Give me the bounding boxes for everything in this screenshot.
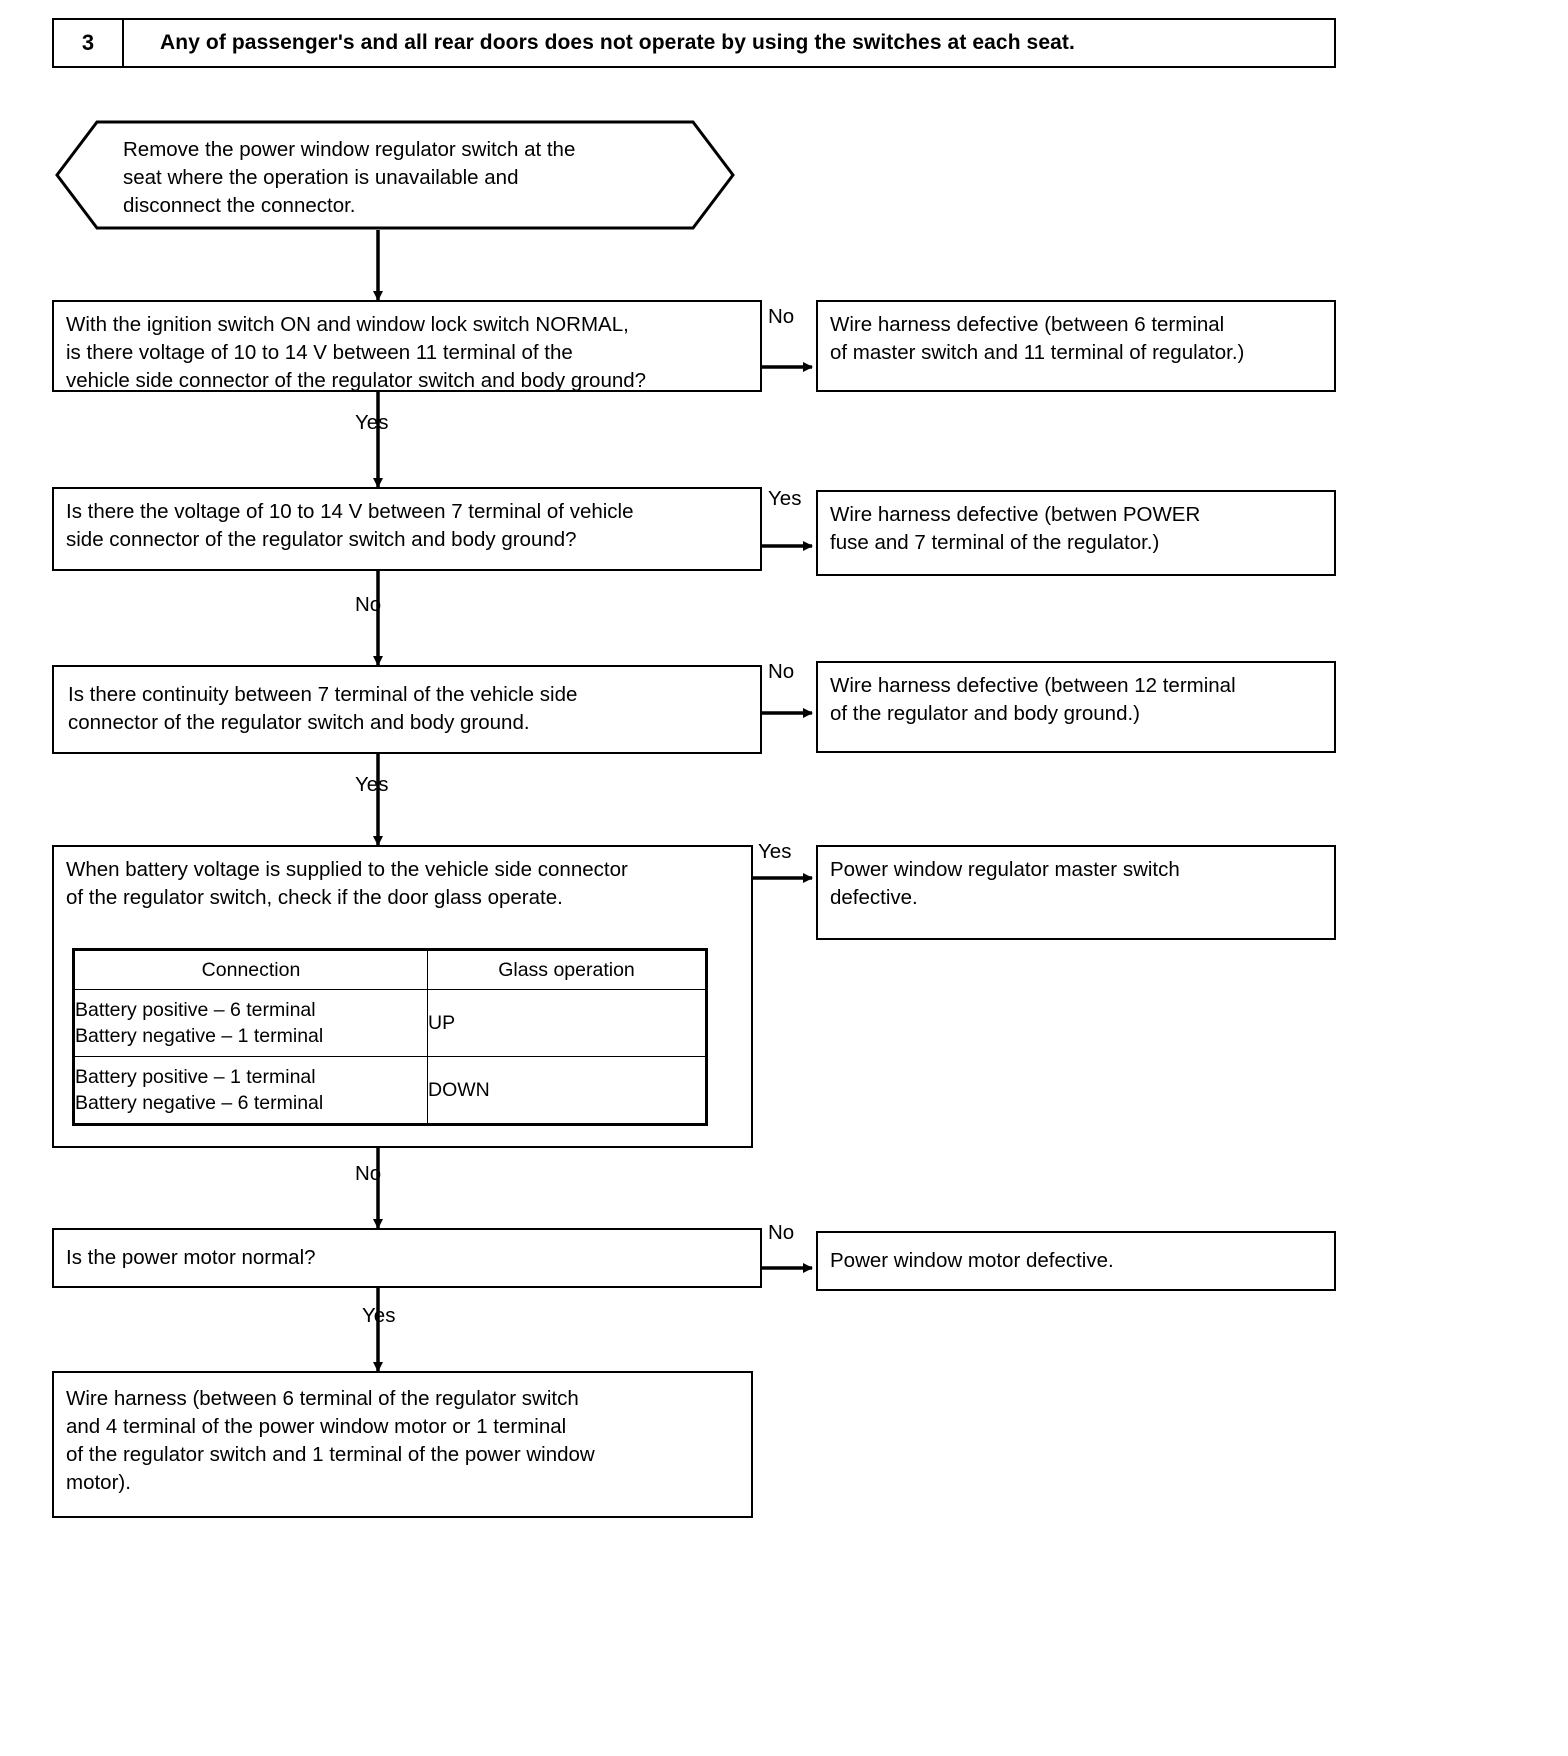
- down-label-q2: No: [355, 593, 382, 616]
- table-cell-operation: DOWN: [427, 1056, 706, 1124]
- result-box-q2: Wire harness defective (betwen POWER fus…: [816, 490, 1336, 576]
- glass-operation-table: Connection Glass operation Battery posit…: [72, 948, 708, 1126]
- result-box-q5: Power window motor defective.: [816, 1231, 1336, 1291]
- chart-title: Any of passenger's and all rear doors do…: [160, 31, 1075, 54]
- question-box-q1: With the ignition switch ON and window l…: [52, 300, 762, 392]
- branch-label-q3: No: [768, 660, 795, 683]
- branch-label-q1: No: [768, 305, 795, 328]
- question-text-q4: When battery voltage is supplied to the …: [66, 858, 628, 909]
- table-header-glass-operation: Glass operation: [427, 950, 706, 990]
- start-step-text: Remove the power window regulator switch…: [123, 138, 576, 217]
- branch-label-q2: Yes: [768, 487, 802, 510]
- result-box-q4: Power window regulator master switch def…: [816, 845, 1336, 940]
- down-label-q5: Yes: [362, 1304, 396, 1327]
- table-header-row: Connection Glass operation: [74, 950, 706, 990]
- question-box-q5: Is the power motor normal?: [52, 1228, 762, 1288]
- question-box-q3: Is there continuity between 7 terminal o…: [52, 665, 762, 754]
- down-label-q1: Yes: [355, 411, 389, 434]
- result-text-q1: Wire harness defective (between 6 termin…: [830, 313, 1245, 364]
- start-step-shape: Remove the power window regulator switch…: [55, 120, 735, 230]
- final-result-box: Wire harness (between 6 terminal of the …: [52, 1371, 753, 1518]
- result-text-q3: Wire harness defective (between 12 termi…: [830, 674, 1236, 725]
- down-label-q3: Yes: [355, 773, 389, 796]
- table-cell-connection: Battery positive – 6 terminal Battery ne…: [74, 989, 428, 1057]
- result-text-q5: Power window motor defective.: [830, 1249, 1114, 1272]
- branch-label-q5: No: [768, 1221, 795, 1244]
- table-row: Battery positive – 6 terminal Battery ne…: [74, 989, 706, 1057]
- table-cell-connection: Battery positive – 1 terminal Battery ne…: [74, 1056, 428, 1124]
- question-box-q2: Is there the voltage of 10 to 14 V betwe…: [52, 487, 762, 571]
- question-text-q3: Is there continuity between 7 terminal o…: [68, 683, 578, 734]
- branch-label-q4: Yes: [758, 840, 792, 863]
- chart-header: 3 Any of passenger's and all rear doors …: [52, 18, 1336, 68]
- table-header-connection: Connection: [74, 950, 428, 990]
- result-box-q1: Wire harness defective (between 6 termin…: [816, 300, 1336, 392]
- question-text-q5: Is the power motor normal?: [66, 1246, 316, 1269]
- result-text-q2: Wire harness defective (betwen POWER fus…: [830, 503, 1201, 554]
- final-result-text: Wire harness (between 6 terminal of the …: [66, 1387, 595, 1494]
- table-cell-operation: UP: [427, 989, 706, 1057]
- table-row: Battery positive – 1 terminal Battery ne…: [74, 1056, 706, 1124]
- chart-number: 3: [54, 20, 124, 66]
- question-text-q2: Is there the voltage of 10 to 14 V betwe…: [66, 500, 634, 551]
- result-text-q4: Power window regulator master switch def…: [830, 858, 1180, 909]
- question-text-q1: With the ignition switch ON and window l…: [66, 313, 647, 392]
- result-box-q3: Wire harness defective (between 12 termi…: [816, 661, 1336, 753]
- down-label-q4: No: [355, 1162, 382, 1185]
